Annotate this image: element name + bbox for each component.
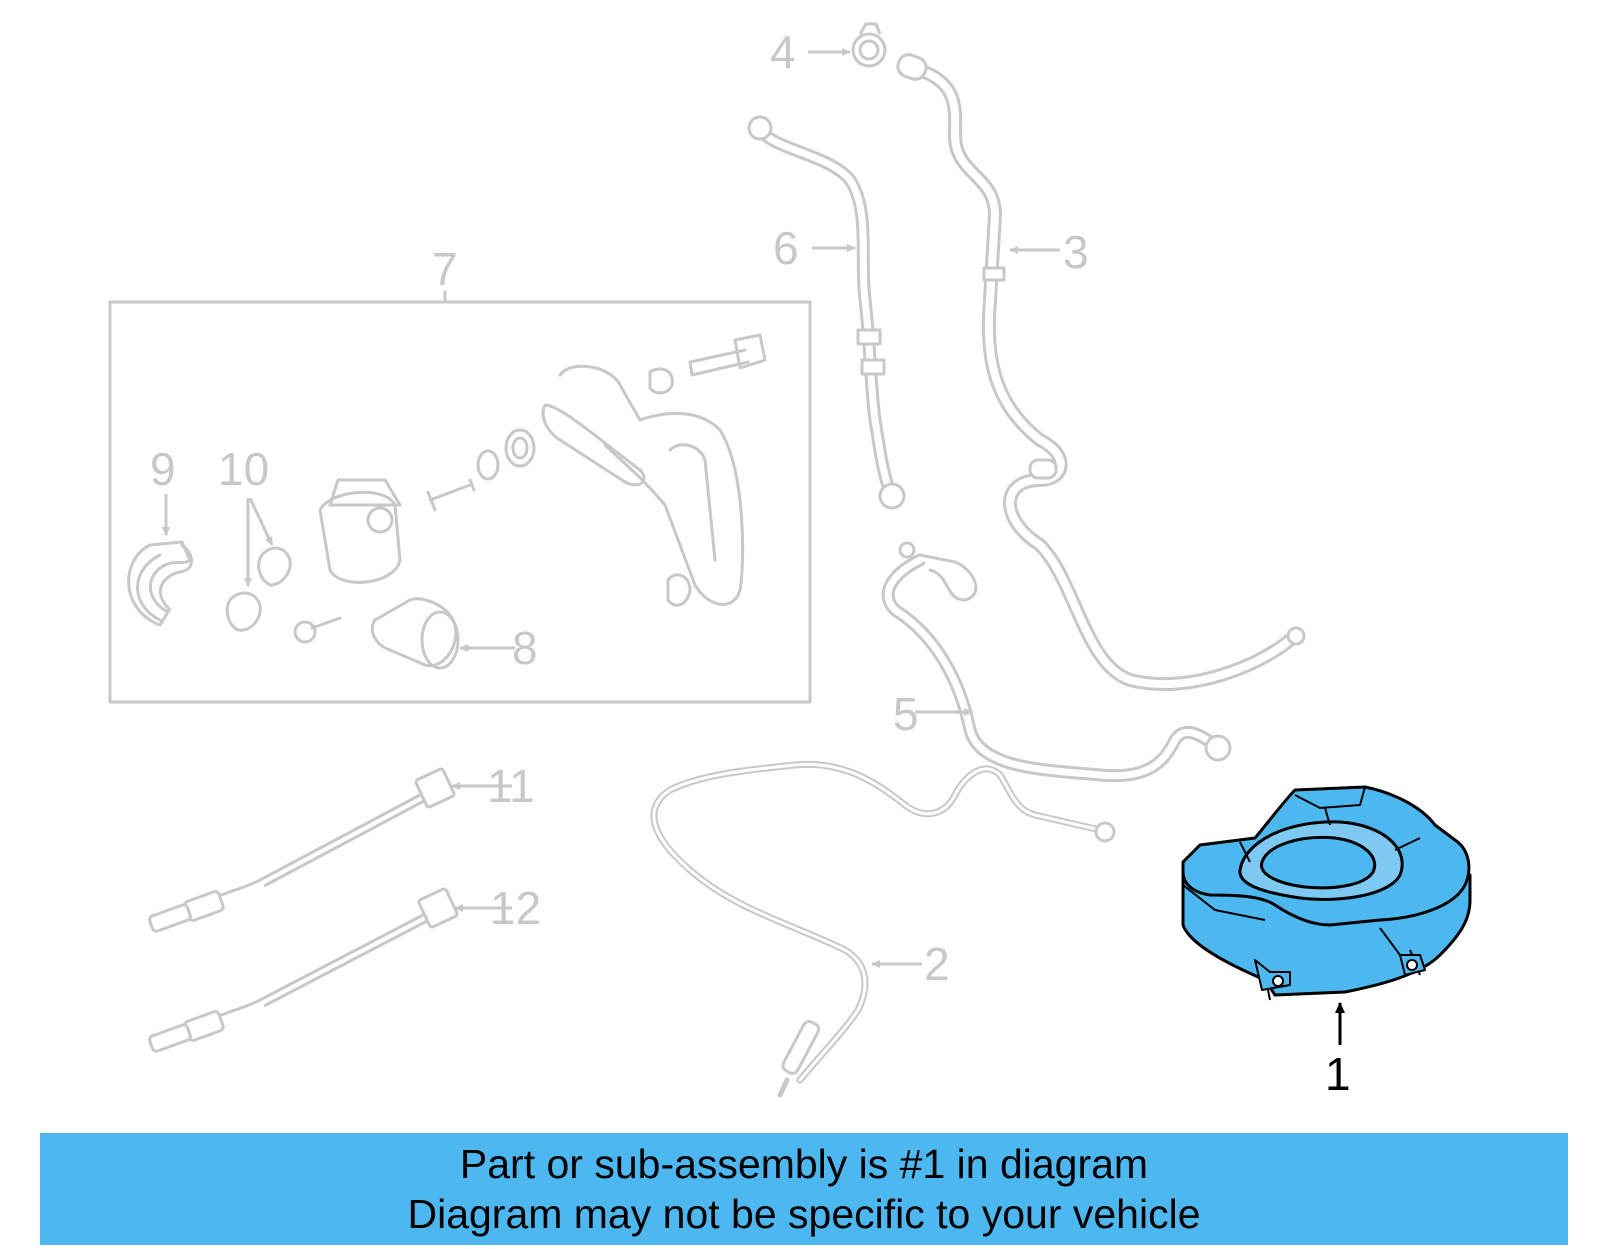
oxygen-sensor-part-12 (148, 887, 459, 1053)
oxygen-sensor-part-11 (148, 767, 456, 933)
callout-1: 1 (1325, 1048, 1351, 1100)
callout-6: 6 (773, 222, 799, 274)
callout-5: 5 (893, 688, 919, 740)
callout-9: 9 (150, 443, 176, 495)
callout-8: 8 (512, 622, 538, 674)
callout-2: 2 (924, 938, 950, 990)
callout-12: 12 (490, 882, 541, 934)
leader-arrows (162, 48, 1060, 968)
assembly-box-part-7 (108, 290, 812, 704)
hose-part-5 (881, 541, 1232, 783)
callout-7: 7 (432, 243, 458, 295)
callout-3: 3 (1063, 226, 1089, 278)
callout-10: 10 (218, 443, 269, 495)
info-banner: Part or sub-assembly is #1 in diagram Di… (40, 1133, 1568, 1245)
highlighted-housing-part-1 (1181, 785, 1472, 1001)
sensor-line-part-2 (650, 760, 1116, 1098)
hose-clamp-part-4 (851, 22, 887, 68)
hose-part-3 (896, 53, 1306, 691)
callout-4: 4 (770, 26, 796, 78)
banner-line-1: Part or sub-assembly is #1 in diagram (459, 1141, 1149, 1187)
callout-11: 11 (487, 760, 535, 812)
banner-line-2: Diagram may not be specific to your vehi… (407, 1191, 1201, 1237)
hose-part-6 (747, 115, 906, 510)
